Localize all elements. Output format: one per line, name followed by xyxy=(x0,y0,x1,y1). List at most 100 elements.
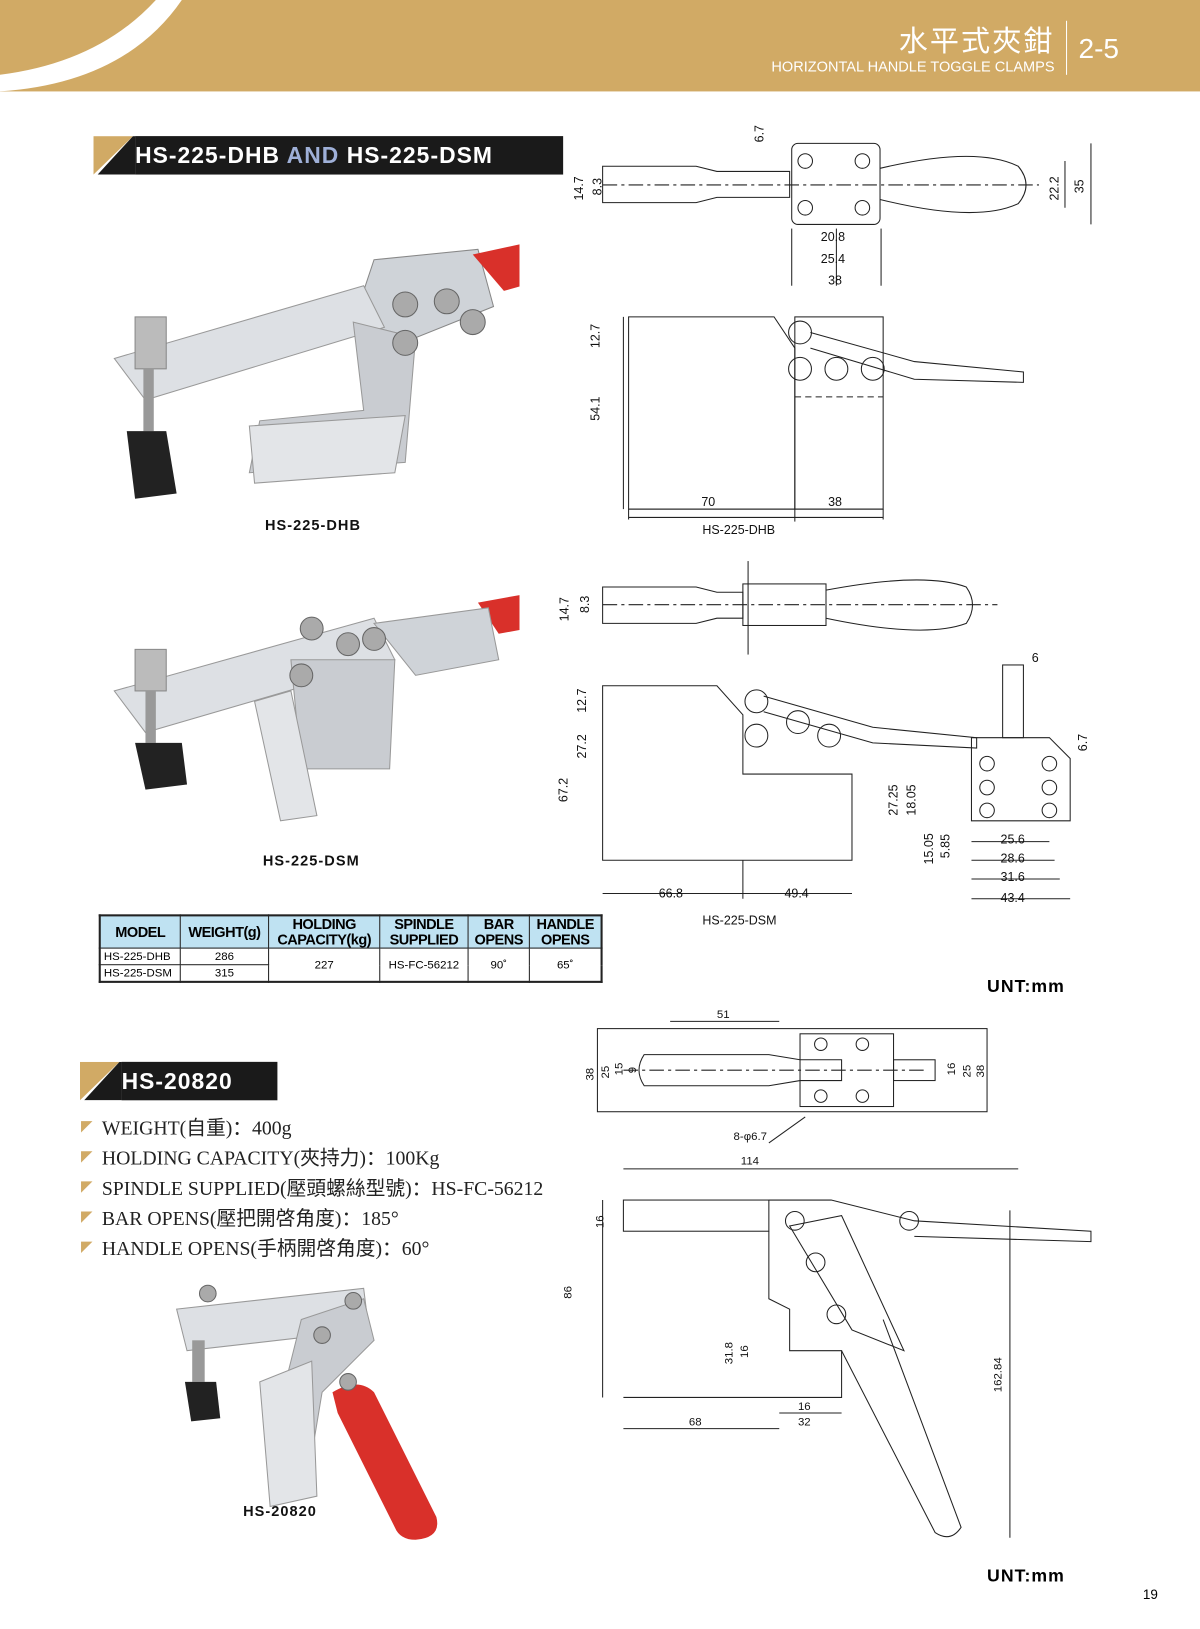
col-header: SPINDLE SUPPLIED xyxy=(379,914,469,949)
spec-text: BAR OPENS(壓把開啓角度)：185° xyxy=(101,1208,399,1231)
dim-label: 51 xyxy=(716,1008,730,1022)
dim-label: 25 xyxy=(961,1064,974,1078)
dim-label: 86 xyxy=(562,1286,575,1299)
table-row: HS-225-DHB 286 227 HS-FC-56212 90˚ 65˚ xyxy=(99,947,603,983)
product-photo-hs225dhb xyxy=(113,244,520,499)
dim-label: 25.4 xyxy=(820,251,846,266)
cell-bar-opens: 90˚ xyxy=(467,947,530,983)
bullet-icon xyxy=(81,1121,93,1133)
dim-label: 43.4 xyxy=(1000,890,1025,905)
dim-label: 12.7 xyxy=(588,323,603,349)
photo-label-hs20820: HS-20820 xyxy=(243,1502,317,1520)
title-model-a: HS-225-DHB xyxy=(135,142,281,169)
dim-label: 12.7 xyxy=(574,688,590,713)
section-title-hs225: HS-225-DHB AND HS-225-DSM xyxy=(135,136,564,175)
bullet-icon xyxy=(81,1151,93,1163)
cell-weight: 315 xyxy=(179,964,270,983)
dim-label: 6 xyxy=(1031,650,1039,665)
dim-label: 67.2 xyxy=(555,777,571,803)
header-title-en: HORIZONTAL HANDLE TOGGLE CLAMPS xyxy=(771,58,1055,75)
dim-label: 66.8 xyxy=(658,886,683,901)
dim-label: 32 xyxy=(797,1416,811,1429)
dim-label: 114 xyxy=(740,1155,760,1168)
dim-label: 8.3 xyxy=(577,595,593,614)
dim-label: 38 xyxy=(828,494,842,510)
dim-label: 9 xyxy=(626,1066,639,1074)
dim-label: 38 xyxy=(974,1064,988,1078)
drawing-caption-hs225dsm: HS-225-DSM xyxy=(702,913,777,928)
col-header: WEIGHT(g) xyxy=(179,914,270,949)
title-and: AND xyxy=(286,142,340,169)
cell-handle-opens: 65˚ xyxy=(528,947,603,983)
dim-label: 28.6 xyxy=(1000,850,1025,866)
cell-spindle: HS-FC-56212 xyxy=(379,947,469,983)
spec-table: MODEL WEIGHT(g) HOLDING CAPACITY(kg) SPI… xyxy=(98,914,603,983)
dim-label: 15.05 xyxy=(921,833,937,865)
bullet-icon xyxy=(81,1241,93,1254)
title-accent-icon xyxy=(93,136,136,175)
spec-text: WEIGHT(自重)：400g xyxy=(101,1117,292,1140)
dim-label: 16 xyxy=(797,1400,811,1414)
dim-label: 54.1 xyxy=(588,396,603,421)
dim-label: 162.84 xyxy=(992,1357,1005,1393)
dim-label: 38 xyxy=(583,1067,597,1081)
dim-label: 8.3 xyxy=(590,177,605,196)
spec-item: HANDLE OPENS(手柄開啓角度)：60° xyxy=(81,1232,543,1262)
header-divider xyxy=(1066,20,1068,75)
spec-item: SPINDLE SUPPLIED(壓頭螺絲型號)：HS-FC-56212 xyxy=(81,1172,543,1202)
col-header: MODEL xyxy=(99,914,181,949)
header-swoosh-icon xyxy=(0,0,182,92)
col-header: HANDLE OPENS xyxy=(528,914,603,949)
photo-label-hs225dsm: HS-225-DSM xyxy=(262,851,360,869)
table-row: HS-225-DSM 315 xyxy=(99,964,602,983)
cell-holding: 227 xyxy=(268,947,381,983)
technical-drawing-hs20820 xyxy=(596,1020,1092,1538)
dim-label: 22.2 xyxy=(1047,176,1062,201)
spec-text: SPINDLE SUPPLIED(壓頭螺絲型號)：HS-FC-56212 xyxy=(101,1178,544,1201)
dim-label: 27.25 xyxy=(886,784,901,816)
page-number: 19 xyxy=(1142,1586,1158,1603)
dim-label: 6.7 xyxy=(752,125,767,143)
section-number: 2-5 xyxy=(1078,33,1120,65)
dim-label: 25 xyxy=(599,1065,612,1079)
dim-label: 16 xyxy=(945,1062,958,1076)
spec-text: HANDLE OPENS(手柄開啓角度)：60° xyxy=(101,1238,430,1261)
section-title-hs20820: HS-20820 xyxy=(121,1061,278,1101)
dim-label: 31.6 xyxy=(1000,869,1025,885)
dim-label: 38 xyxy=(828,273,842,288)
title-model-b: HS-225-DSM xyxy=(346,142,494,169)
spec-item: HOLDING CAPACITY(夾持力)：100Kg xyxy=(81,1142,543,1172)
dim-label: 16 xyxy=(738,1345,752,1358)
table-header-row: MODEL WEIGHT(g) HOLDING CAPACITY(kg) SPI… xyxy=(99,914,603,949)
dim-label: 18.05 xyxy=(903,784,919,816)
dim-label: 14.7 xyxy=(556,597,572,622)
bullet-icon xyxy=(81,1181,93,1193)
unit-label: UNT:mm xyxy=(987,976,1065,997)
dim-label: 6.7 xyxy=(1075,733,1090,752)
spec-list: WEIGHT(自重)：400g HOLDING CAPACITY(夾持力)：10… xyxy=(81,1112,543,1263)
photo-label-hs225dhb: HS-225-DHB xyxy=(264,516,362,534)
cell-weight: 286 xyxy=(179,947,270,966)
product-photo-hs20820 xyxy=(175,1284,438,1540)
technical-drawing-hs225 xyxy=(602,142,1092,900)
page-header: 水平式夾鉗 HORIZONTAL HANDLE TOGGLE CLAMPS 2-… xyxy=(0,0,1200,92)
dim-label: 49.4 xyxy=(784,886,809,901)
spec-item: WEIGHT(自重)：400g xyxy=(81,1112,543,1142)
col-header: BAR OPENS xyxy=(467,914,530,949)
dim-label: 35 xyxy=(1072,179,1087,194)
col-header: HOLDING CAPACITY(kg) xyxy=(268,914,381,949)
dim-label: 27.2 xyxy=(574,734,590,759)
dim-label: 16 xyxy=(594,1215,607,1229)
header-title-cn: 水平式夾鉗 xyxy=(898,24,1055,58)
dim-label: 14.7 xyxy=(571,176,586,201)
spec-text: HOLDING CAPACITY(夾持力)：100Kg xyxy=(101,1148,440,1170)
dim-label: 5.85 xyxy=(938,833,953,859)
unit-label: UNT:mm xyxy=(987,1565,1065,1586)
title-accent-icon xyxy=(80,1061,122,1101)
bullet-icon xyxy=(81,1211,93,1223)
dim-label: 25.6 xyxy=(1000,832,1025,847)
dim-label: 68 xyxy=(688,1416,702,1429)
dim-label: 20.8 xyxy=(820,229,846,245)
dim-label: 8-φ6.7 xyxy=(733,1130,768,1143)
dim-label: 15 xyxy=(613,1062,626,1076)
